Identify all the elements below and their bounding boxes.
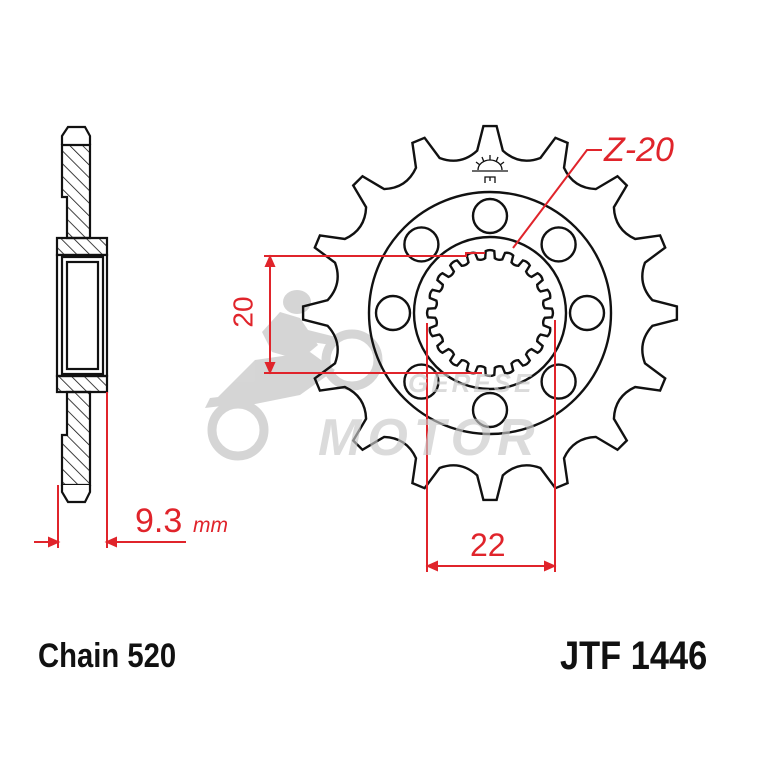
bolt-hole xyxy=(403,363,440,400)
height-extension-top xyxy=(264,252,485,257)
hub-circle xyxy=(412,235,568,391)
height-arrow-bottom xyxy=(264,362,276,375)
width-arrow-left xyxy=(425,560,438,572)
height-dimension-label: 20 xyxy=(227,296,259,328)
width-dimension-label: 22 xyxy=(470,527,506,563)
bolt-ring-circle xyxy=(367,190,613,436)
spline-bore-outline xyxy=(425,248,555,378)
dimension-lines xyxy=(34,149,602,572)
thickness-value-label: 9.3 xyxy=(135,502,183,540)
bolt-hole xyxy=(540,363,577,400)
chain-size-label: Chain 520 xyxy=(38,637,177,675)
bolt-hole xyxy=(403,226,440,263)
watermark-text-bottom: MOTOR xyxy=(318,409,541,467)
bolt-hole xyxy=(471,197,509,235)
part-number-label: JTF 1446 xyxy=(560,634,708,678)
spline-leader-line xyxy=(512,149,602,249)
bolt-hole xyxy=(540,226,577,263)
profile-section-view xyxy=(55,125,109,504)
bolt-hole xyxy=(374,294,412,332)
sprocket-front-view xyxy=(301,124,679,502)
thickness-arrow-right xyxy=(104,536,117,548)
bolt-hole xyxy=(568,294,606,332)
sprocket-teeth-outline xyxy=(301,124,679,502)
spline-count-label: Z-20 xyxy=(604,131,674,169)
height-arrow-top xyxy=(264,254,276,267)
width-arrow-right xyxy=(544,560,557,572)
watermark-text-top: GERESE xyxy=(408,368,535,398)
bolt-holes xyxy=(374,197,606,429)
thickness-arrow-left xyxy=(48,536,61,548)
thickness-unit-label: mm xyxy=(193,514,228,537)
jt-sun-logo-icon xyxy=(472,155,508,183)
bolt-hole xyxy=(471,391,509,429)
